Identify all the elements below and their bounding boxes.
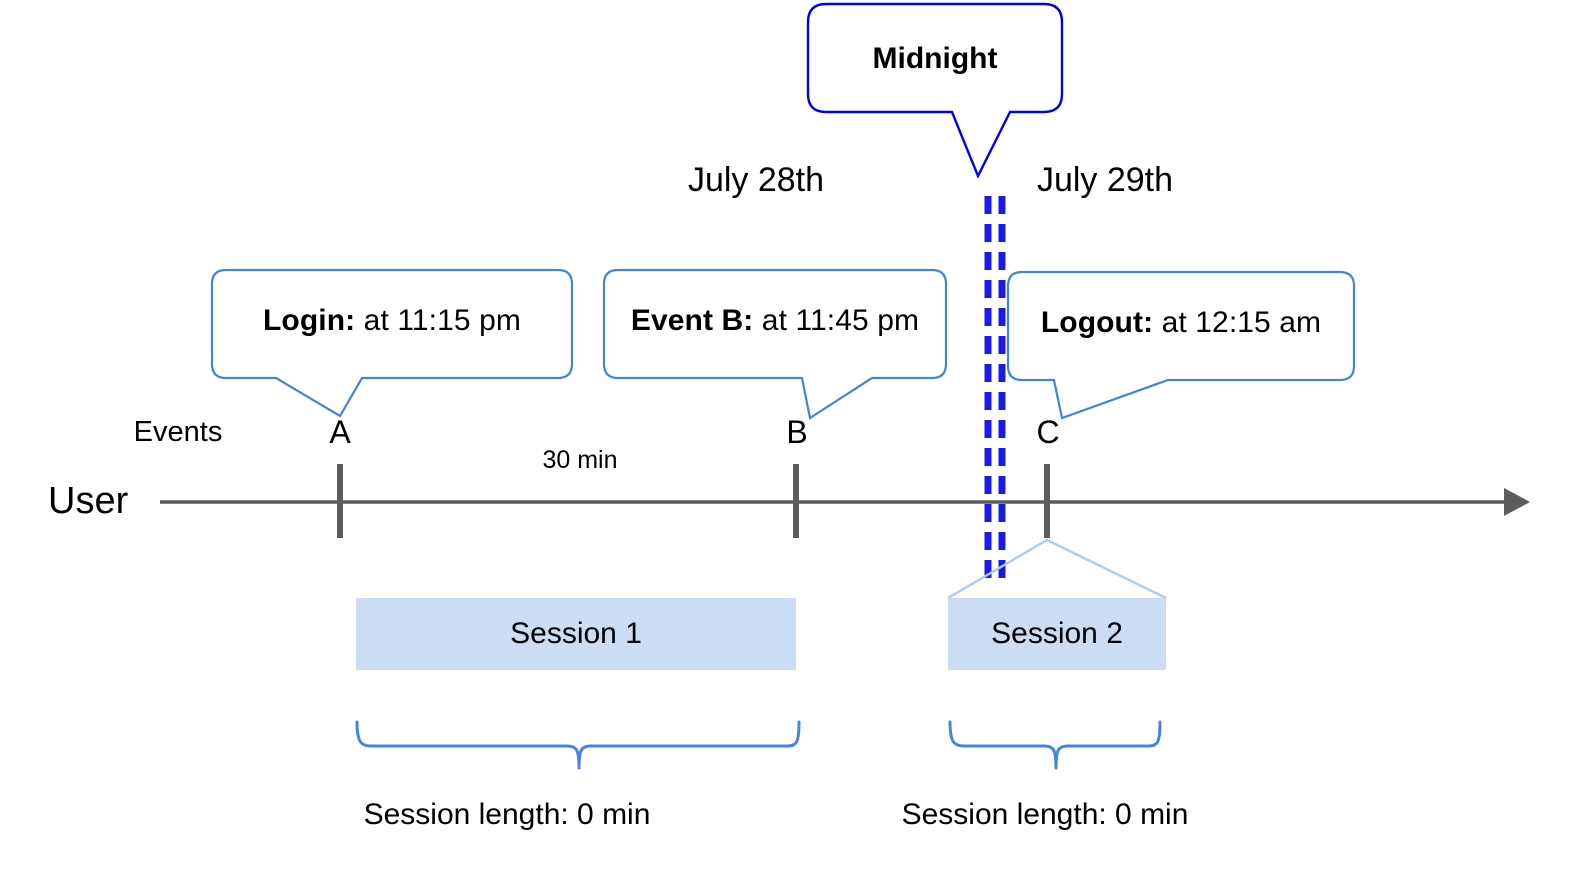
session2-length-label: Session length: 0 min bbox=[901, 798, 1189, 831]
logout-callout-rest: at 12:15 am bbox=[1153, 306, 1322, 339]
user-row-label: User bbox=[48, 480, 129, 522]
session1-length-label: Session length: 0 min bbox=[363, 798, 651, 831]
logout-callout-shape bbox=[1006, 270, 1356, 420]
session2-bar bbox=[948, 598, 1166, 670]
logout-callout-label: Logout: at 12:15 am bbox=[1041, 308, 1321, 338]
login-callout-label: Login: at 11:15 pm bbox=[263, 306, 521, 336]
date-label-july-29: July 29th bbox=[1036, 161, 1174, 199]
session1-brace bbox=[355, 720, 801, 770]
eventb-callout-bold: Event B: bbox=[630, 304, 754, 337]
events-row-label: Events bbox=[133, 416, 223, 448]
login-callout-rest: at 11:15 pm bbox=[355, 304, 521, 337]
midnight-callout-shape bbox=[806, 2, 1064, 179]
gap-duration-label: 30 min bbox=[542, 446, 618, 474]
login-callout-shape bbox=[210, 268, 574, 418]
session2-label: Session 2 bbox=[991, 617, 1123, 650]
session1-bar bbox=[356, 598, 796, 670]
timeline-arrow-head bbox=[1504, 488, 1530, 516]
session2-brace bbox=[948, 720, 1162, 770]
tick-label-b: B bbox=[786, 414, 808, 450]
tick-label-c: C bbox=[1036, 414, 1060, 450]
logout-callout-bold: Logout: bbox=[1040, 306, 1154, 339]
midnight-callout-label: Midnight bbox=[872, 42, 998, 75]
date-label-july-28: July 28th bbox=[687, 161, 825, 199]
tick-label-a: A bbox=[329, 414, 351, 450]
eventb-callout-shape bbox=[602, 268, 948, 420]
eventb-callout-rest: at 11:45 pm bbox=[753, 304, 920, 337]
login-callout-bold: Login: bbox=[263, 304, 356, 337]
session2-leader-lines bbox=[947, 538, 1167, 600]
eventb-callout-label: Event B: at 11:45 pm bbox=[631, 306, 919, 336]
session1-label: Session 1 bbox=[510, 617, 642, 650]
